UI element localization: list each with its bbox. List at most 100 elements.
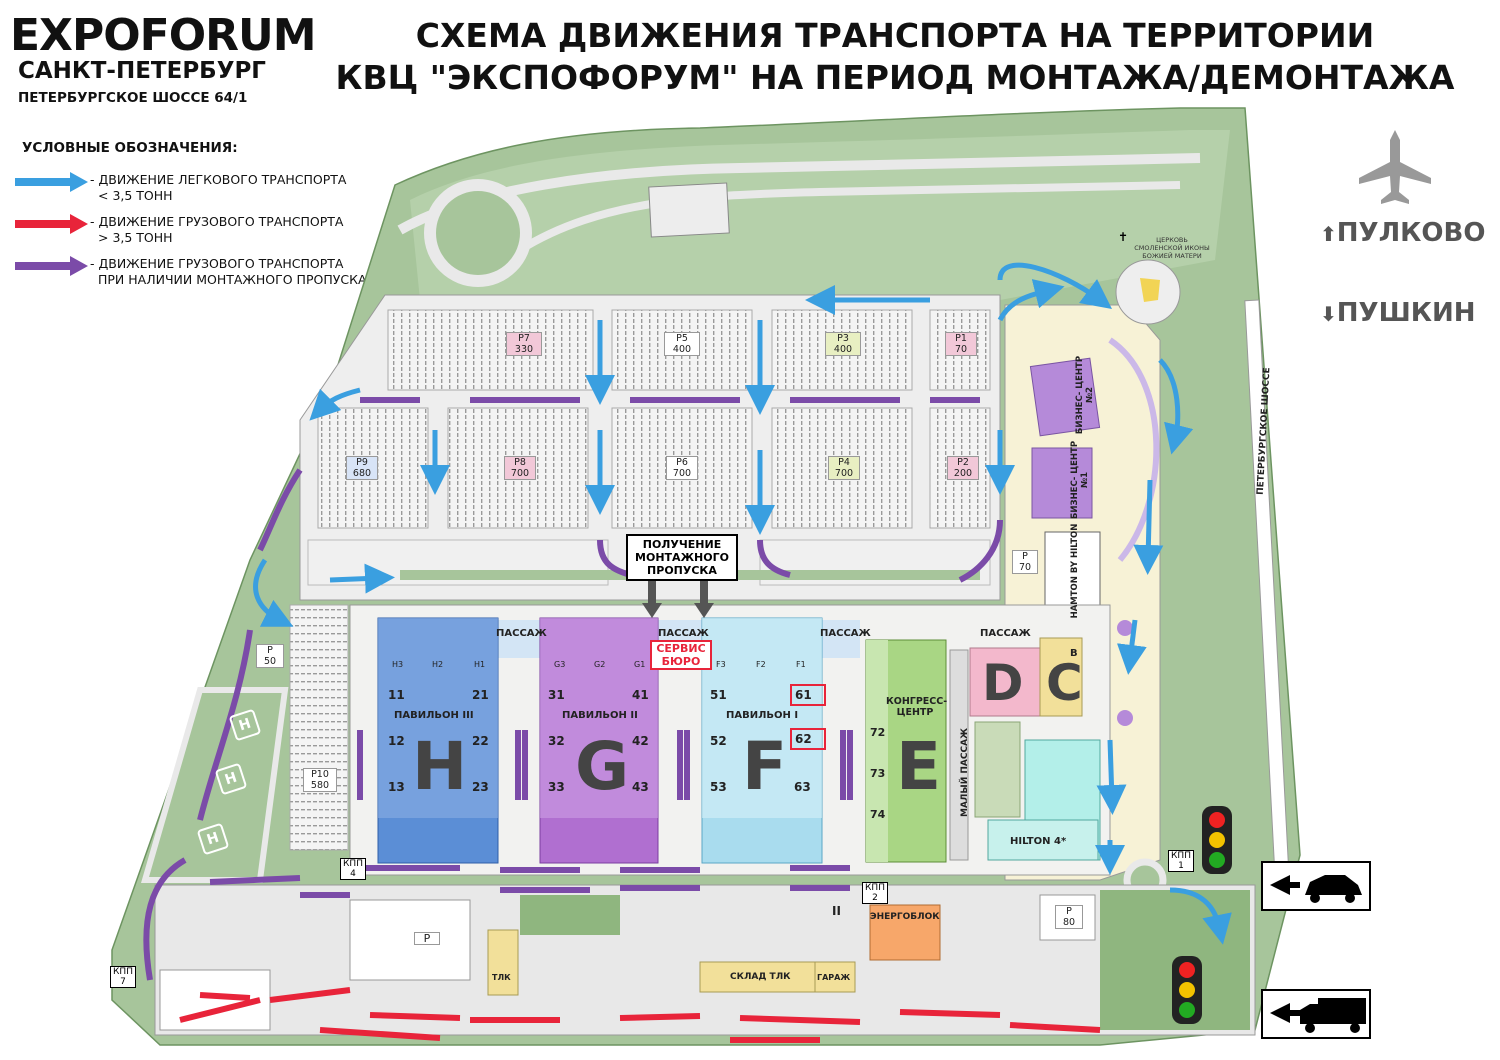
legend-arrows xyxy=(15,172,88,276)
hilton-label: HILTON 4* xyxy=(1010,836,1067,847)
service-bureau: СЕРВИС БЮРО xyxy=(650,640,712,670)
passage-label: ПАССАЖ xyxy=(496,628,547,639)
permit-routes xyxy=(143,397,1003,981)
page-title-line2: КВЦ "ЭКСПОФОРУМ" НА ПЕРИОД МОНТАЖА/ДЕМОН… xyxy=(335,58,1455,97)
car-icon xyxy=(1305,875,1362,895)
door-number: 33 xyxy=(548,780,565,794)
door-number: 22 xyxy=(472,734,489,748)
building-top xyxy=(648,182,730,238)
door-number: 72 xyxy=(870,726,886,739)
gate-label: G3 xyxy=(554,660,566,669)
block-d xyxy=(969,647,1041,717)
block-b-letter: B xyxy=(1070,648,1078,659)
legend-item-light: - ДВИЖЕНИЕ ЛЕГКОВОГО ТРАНСПОРТА< 3,5 ТОН… xyxy=(90,172,347,203)
roundabout xyxy=(424,179,532,287)
light-vehicle-routes xyxy=(253,262,1232,945)
legend-arrow-permit xyxy=(15,256,88,276)
door-number: 51 xyxy=(710,688,727,702)
pavilion-letter-g: G xyxy=(575,728,630,805)
gate-label: G2 xyxy=(594,660,606,669)
block-c xyxy=(1039,637,1083,717)
address: ПЕТЕРБУРГСКОЕ ШОССЕ 64/1 xyxy=(18,90,248,106)
gate-label: H1 xyxy=(474,660,486,669)
door-number: 12 xyxy=(388,734,405,748)
door-number: 63 xyxy=(794,780,811,794)
legend-arrow-heavy xyxy=(15,214,88,234)
legend-heading: УСЛОВНЫЕ ОБОЗНАЧЕНИЯ: xyxy=(22,140,238,156)
passage-label: ПАССАЖ xyxy=(980,628,1031,639)
gate-label: H3 xyxy=(392,660,404,669)
door-number: 31 xyxy=(548,688,565,702)
passage-label: ПАССАЖ xyxy=(820,628,871,639)
block-d-letter: D xyxy=(982,654,1024,712)
door-number: 43 xyxy=(632,780,649,794)
direction-pushkin: ⬇ПУШКИН xyxy=(1320,298,1476,328)
traffic-light-1-icon xyxy=(1202,806,1232,874)
gate-label: F2 xyxy=(756,660,766,669)
door-number: 42 xyxy=(632,734,649,748)
garage-label: ГАРАЖ xyxy=(817,973,851,982)
parking-p-south: P xyxy=(414,932,440,945)
legend-arrow-light xyxy=(15,172,88,192)
city: САНКТ-ПЕТЕРБУРГ xyxy=(18,58,266,84)
gate-label: F1 xyxy=(796,660,806,669)
hampton-label: HAMTON BY HILTON xyxy=(1070,523,1080,619)
congress-letter: E xyxy=(896,728,942,805)
business-center-1 xyxy=(1031,447,1093,519)
door-number: 52 xyxy=(710,734,727,748)
legend-item-heavy: - ДВИЖЕНИЕ ГРУЗОВОГО ТРАНСПОРТА> 3,5 ТОН… xyxy=(90,214,344,245)
gate-label: G1 xyxy=(634,660,646,669)
brand-logo: EXPOFORUM xyxy=(10,10,316,61)
door-number: 21 xyxy=(472,688,489,702)
door-number: 41 xyxy=(632,688,649,702)
door-number: 53 xyxy=(710,780,727,794)
pavilion-letter-f: F xyxy=(742,728,788,805)
door-number-61: 61 xyxy=(790,684,826,706)
bc2-label: БИЗНЕС- ЦЕНТР №2 xyxy=(1075,355,1095,435)
direction-pulkovo: ⬆ПУЛКОВО xyxy=(1320,218,1486,248)
door-number: 32 xyxy=(548,734,565,748)
small-passage-label: МАЛЫЙ ПАССАЖ xyxy=(960,727,970,817)
ii-mark: II xyxy=(832,904,841,918)
church-label: ЦЕРКОВЬ СМОЛЕНСКОЙ ИКОНЫ БОЖИЕЙ МАТЕРИ xyxy=(1134,236,1210,260)
block-c-letter: C xyxy=(1046,654,1083,712)
business-center-2 xyxy=(1029,357,1101,437)
door-number: 23 xyxy=(472,780,489,794)
congress-name: КОНГРЕСС- ЦЕНТР xyxy=(886,696,948,718)
bc1-label: БИЗНЕС- ЦЕНТР №1 xyxy=(1070,440,1090,520)
heavy-vehicle-routes xyxy=(179,987,1101,1043)
down-arrow-icon: ⬇ xyxy=(1320,302,1337,326)
permit-callout: ПОЛУЧЕНИЕ МОНТАЖНОГО ПРОПУСКА xyxy=(626,534,738,581)
passage-label: ПАССАЖ xyxy=(658,628,709,639)
pavilion-name: ПАВИЛЬОН I xyxy=(726,710,799,721)
up-arrow-icon: ⬆ xyxy=(1320,222,1337,246)
tlk-label: ТЛК xyxy=(492,973,511,982)
energoblok-label: ЭНЕРГОБЛОК xyxy=(870,912,940,922)
pavilion-name: ПАВИЛЬОН III xyxy=(394,710,474,721)
door-number: 73 xyxy=(870,767,886,780)
truck-icon xyxy=(1318,998,1366,1024)
door-number-62: 62 xyxy=(790,728,826,750)
pavilion-letter-h: H xyxy=(412,728,468,805)
door-number: 11 xyxy=(388,688,405,702)
gate-label: F3 xyxy=(716,660,726,669)
pavilion-name: ПАВИЛЬОН II xyxy=(562,710,638,721)
